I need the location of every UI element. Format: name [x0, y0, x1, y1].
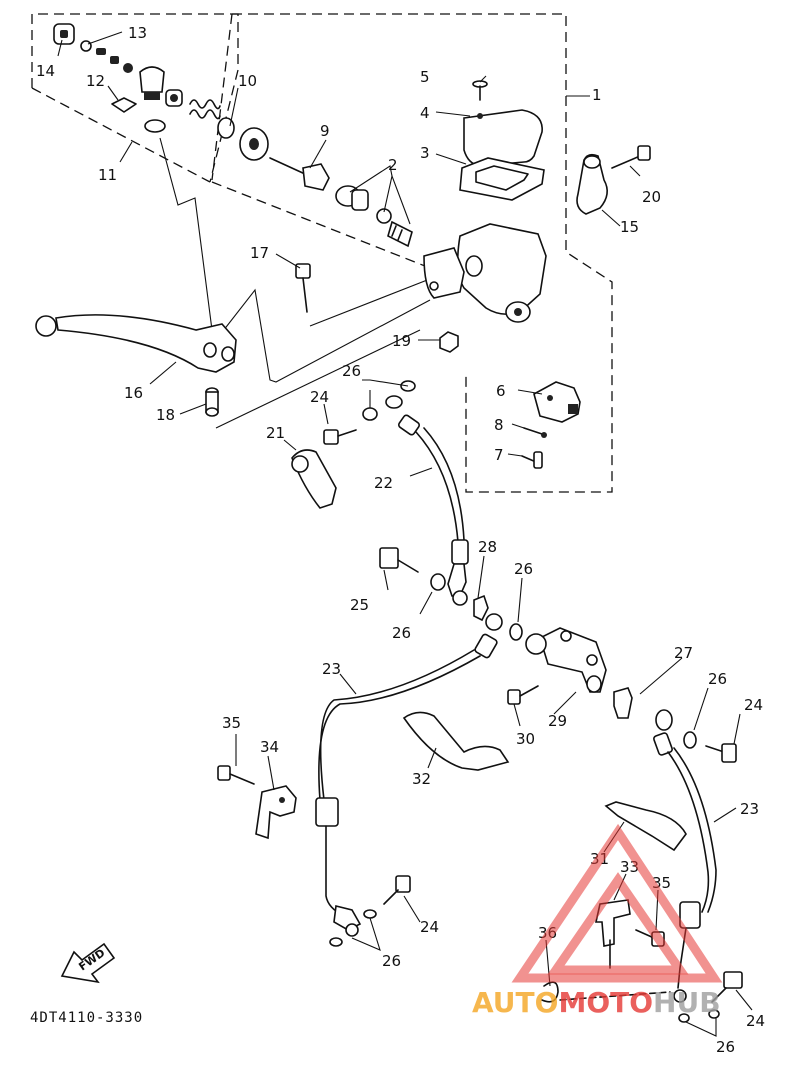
watermark-part3: HUB: [653, 986, 721, 1019]
part-27-clamp: [613, 687, 633, 719]
part-34-bracket: [255, 785, 297, 840]
part-19-nut: [439, 331, 459, 353]
part-18-collar: [205, 387, 219, 417]
part-7-screw: [521, 451, 543, 469]
callout-9: 9: [320, 122, 330, 140]
callout-24-d: 24: [746, 1012, 765, 1030]
callout-18: 18: [156, 406, 175, 424]
callout-24-b: 24: [744, 696, 763, 714]
part-30-bolt: [507, 685, 539, 705]
part-10-boot: [217, 117, 269, 161]
callout-21: 21: [266, 424, 285, 442]
part-26-washer-mid: [430, 573, 523, 641]
callout-11: 11: [98, 166, 117, 184]
callout-30: 30: [516, 730, 535, 748]
part-spring: [189, 99, 221, 120]
part-plug: [139, 66, 166, 133]
part-15-holder: [576, 153, 608, 215]
callout-13: 13: [128, 24, 147, 42]
callout-32: 32: [412, 770, 431, 788]
part-code: 4DT4110-3330: [30, 1010, 143, 1026]
callout-22: 22: [374, 474, 393, 492]
callout-17: 17: [250, 244, 269, 262]
callout-24-a: 24: [310, 388, 329, 406]
part-31-cover: [604, 801, 687, 852]
part-2-piston-kit: [335, 185, 413, 248]
part-12-clip: [111, 97, 137, 113]
part-9-push-rod: [269, 157, 330, 191]
callout-26-c: 26: [392, 624, 411, 642]
watermark-part1: AUTO: [472, 986, 558, 1019]
callout-14: 14: [36, 62, 55, 80]
callout-1: 1: [592, 86, 602, 104]
callout-10: 10: [238, 72, 257, 90]
callout-2: 2: [388, 156, 398, 174]
callout-23-a: 23: [322, 660, 341, 678]
part-4-cover: [463, 109, 543, 167]
callout-26-b: 26: [514, 560, 533, 578]
callout-34: 34: [260, 738, 279, 756]
part-25-bolt: [379, 547, 419, 573]
part-24-bolt-upper: [323, 429, 357, 445]
callout-19: 19: [392, 332, 411, 350]
part-6-switch: [533, 381, 581, 423]
part-32-cover: [402, 711, 510, 771]
part-35-bolt-left: [217, 765, 255, 785]
callout-27: 27: [674, 644, 693, 662]
callout-8: 8: [494, 416, 504, 434]
callout-3: 3: [420, 144, 430, 162]
callout-35-a: 35: [222, 714, 241, 732]
part-24-bolt-lower-right: [711, 971, 743, 1003]
part-24-bolt-right: [705, 743, 737, 763]
part-33-bracket: [595, 899, 631, 969]
part-23-hose-left: [315, 613, 503, 937]
part-nut: [165, 89, 183, 107]
part-29-joint: [525, 627, 607, 693]
callout-23-b: 23: [740, 800, 759, 818]
part-23-hose-right: [653, 709, 717, 1003]
callout-5: 5: [420, 68, 430, 86]
watermark-part2: MOTO: [558, 986, 653, 1019]
part-22-brake-hose: [385, 395, 469, 606]
callout-16: 16: [124, 384, 143, 402]
watermark-logo: AUTOMOTOHUB: [472, 823, 723, 1019]
callout-26-a: 26: [342, 362, 361, 380]
callout-29: 29: [548, 712, 567, 730]
callout-20: 20: [642, 188, 661, 206]
part-14-cap: [53, 23, 75, 45]
part-20-bolt: [611, 145, 651, 169]
part-17-bolt: [295, 263, 311, 313]
part-3-diaphragm: [459, 157, 545, 201]
callout-6: 6: [496, 382, 506, 400]
part-21-cover: [291, 449, 337, 509]
callout-15: 15: [620, 218, 639, 236]
svg-text:AUTOMOTOHUB: AUTOMOTOHUB: [472, 986, 721, 1019]
callout-28: 28: [478, 538, 497, 556]
callout-7: 7: [494, 446, 504, 464]
callout-leaders: [57, 31, 753, 1037]
part-16-lever: [35, 314, 237, 373]
callout-26-e: 26: [382, 952, 401, 970]
part-28-guide: [473, 594, 489, 622]
callout-4: 4: [420, 104, 430, 122]
callout-26-f: 26: [716, 1038, 735, 1056]
part-13-pin: [80, 40, 133, 73]
callout-12: 12: [86, 72, 105, 90]
master-cylinder-body: [423, 223, 547, 323]
callout-24-c: 24: [420, 918, 439, 936]
assembly-guide-lines: [159, 137, 441, 429]
callout-labels: 14 13 12 10 11 9 2 5 4 3 1 20 15 17 19 1…: [36, 24, 765, 1056]
part-26-washer-right: [678, 731, 720, 1023]
part-24-bolt-lower-left: [383, 875, 411, 905]
group-outline-1: [211, 13, 613, 493]
callout-26-d: 26: [708, 670, 727, 688]
part-5-screw: [472, 80, 488, 101]
fwd-arrow-icon: FWD: [60, 942, 116, 984]
callout-25: 25: [350, 596, 369, 614]
part-8-pin: [523, 427, 547, 438]
